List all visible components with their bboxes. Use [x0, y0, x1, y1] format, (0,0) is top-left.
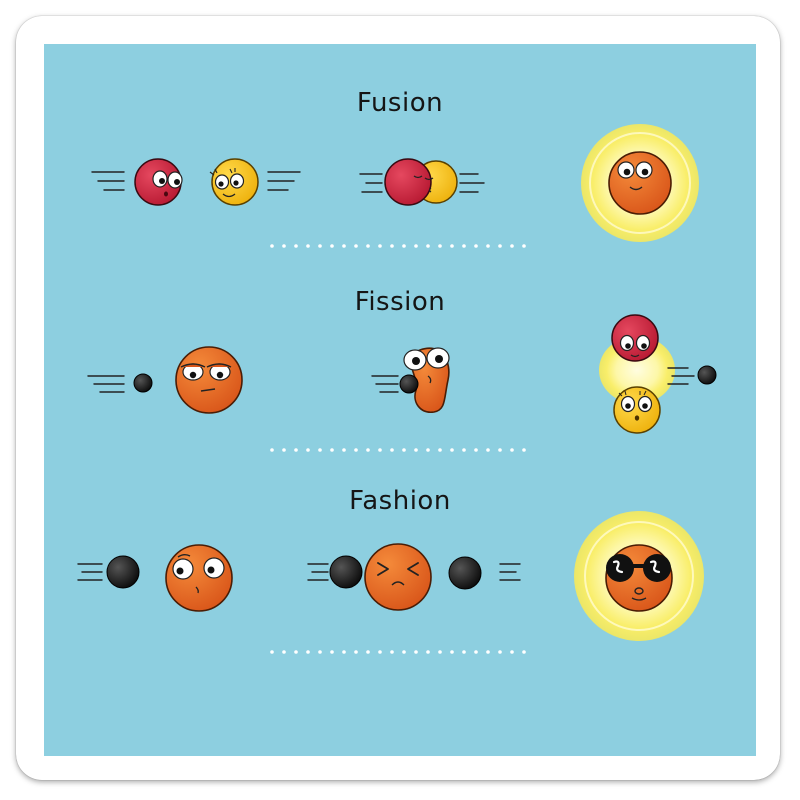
divider-dot	[510, 650, 514, 654]
divider-dot	[522, 448, 526, 452]
divider-dot	[306, 244, 310, 248]
heading-fashion: Fashion	[349, 486, 451, 516]
divider-dot	[426, 650, 430, 654]
divider-dot	[390, 650, 394, 654]
divider-dot	[414, 244, 418, 248]
divider-dot	[402, 650, 406, 654]
heading-fission: Fission	[354, 287, 446, 317]
divider-dot	[414, 448, 418, 452]
divider-dot	[438, 448, 442, 452]
divider-dot	[294, 650, 298, 654]
divider-dot	[498, 244, 502, 248]
divider-dot	[294, 244, 298, 248]
divider-dot	[366, 244, 370, 248]
divider-dot	[450, 650, 454, 654]
divider-dot	[462, 650, 466, 654]
orange-nucleus-icon	[608, 151, 672, 215]
divider-dot	[318, 650, 322, 654]
divider-dot	[294, 448, 298, 452]
red-particle-icon	[134, 158, 183, 206]
divider-dot	[330, 448, 334, 452]
divider-dot	[522, 650, 526, 654]
divider-dot	[498, 448, 502, 452]
motion-lines-icon	[307, 563, 521, 581]
divider-dot	[306, 650, 310, 654]
deforming-nucleus-icon	[399, 347, 450, 413]
divider-dot	[510, 244, 514, 248]
motion-lines-icon	[87, 375, 125, 393]
divider-dot	[378, 244, 382, 248]
divider-dot	[270, 448, 274, 452]
divider-dot	[510, 448, 514, 452]
neutron-icon	[133, 373, 153, 393]
motion-lines-icon	[667, 367, 695, 385]
divider-dot	[270, 244, 274, 248]
divider-dot	[318, 448, 322, 452]
divider-dot	[522, 244, 526, 248]
divider-dot	[402, 448, 406, 452]
divider-dots	[270, 244, 526, 654]
divider-dot	[366, 448, 370, 452]
divider-dot	[282, 448, 286, 452]
divider-dot	[390, 448, 394, 452]
heading-fusion: Fusion	[356, 88, 444, 118]
divider-dot	[282, 244, 286, 248]
divider-dot	[318, 244, 322, 248]
orange-nucleus-icon	[175, 346, 243, 414]
divider-dot	[378, 448, 382, 452]
divider-dot	[270, 650, 274, 654]
divider-dot	[438, 244, 442, 248]
divider-dot	[330, 244, 334, 248]
neutron-icon	[329, 555, 482, 590]
divider-dot	[282, 650, 286, 654]
divider-dot	[486, 650, 490, 654]
orange-nucleus-icon	[165, 544, 233, 612]
divider-dot	[486, 448, 490, 452]
divider-dot	[354, 244, 358, 248]
yellow-particle-icon	[209, 158, 259, 206]
divider-dot	[390, 244, 394, 248]
divider-dot	[342, 650, 346, 654]
divider-dot	[354, 448, 358, 452]
divider-dot	[498, 650, 502, 654]
motion-lines-icon	[77, 563, 103, 581]
neutron-icon	[697, 365, 717, 385]
kissing-particles-icon	[384, 158, 458, 206]
divider-dot	[354, 650, 358, 654]
motion-lines-icon	[359, 173, 485, 193]
divider-dot	[438, 650, 442, 654]
divider-dot	[474, 448, 478, 452]
cool-nucleus-icon	[605, 544, 673, 612]
divider-dot	[462, 448, 466, 452]
red-particle-icon	[611, 314, 659, 362]
divider-dot	[414, 650, 418, 654]
divider-dot	[306, 448, 310, 452]
motion-lines-icon	[371, 375, 399, 393]
divider-dot	[378, 650, 382, 654]
divider-dot	[474, 650, 478, 654]
yellow-particle-icon	[613, 386, 661, 434]
divider-dot	[342, 448, 346, 452]
sunglasses-icon	[606, 554, 671, 582]
squeezed-nucleus-icon	[364, 543, 432, 611]
neutron-icon	[106, 555, 140, 589]
divider-dot	[402, 244, 406, 248]
divider-dot	[474, 244, 478, 248]
divider-dot	[450, 448, 454, 452]
divider-dot	[342, 244, 346, 248]
divider-dot	[450, 244, 454, 248]
divider-dot	[426, 244, 430, 248]
divider-dot	[462, 244, 466, 248]
divider-dot	[366, 650, 370, 654]
divider-dot	[330, 650, 334, 654]
motion-lines-icon	[91, 171, 301, 191]
divider-dot	[426, 448, 430, 452]
divider-dot	[486, 244, 490, 248]
